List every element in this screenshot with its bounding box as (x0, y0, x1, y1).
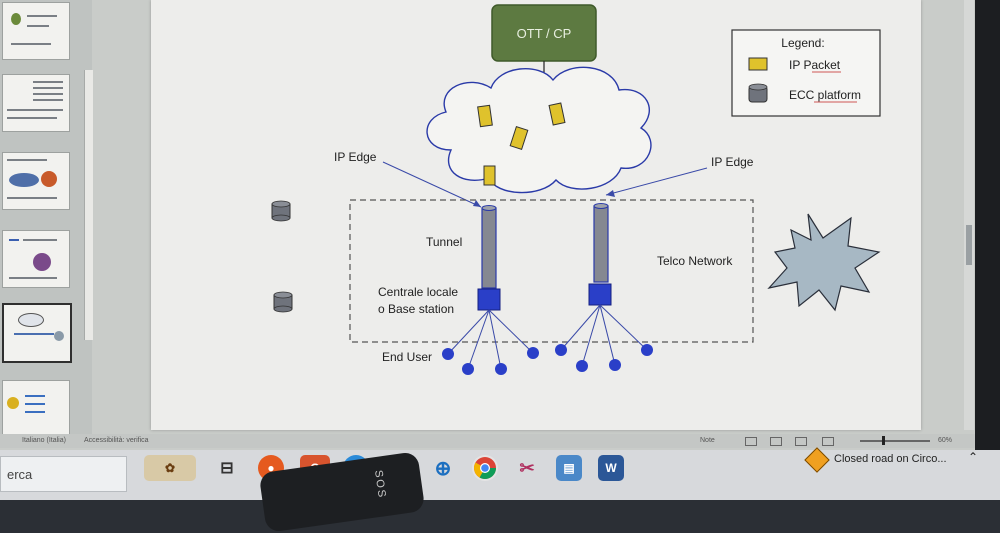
normal-view-icon[interactable] (745, 437, 757, 446)
end-user-node (527, 347, 539, 359)
centrale-label-line1: Centrale locale (378, 285, 458, 299)
news-notification[interactable]: Closed road on Circo... (804, 447, 958, 473)
ip-edge-right-arrow (605, 167, 708, 196)
base-station-right (588, 283, 612, 306)
end-user-links-right (560, 304, 648, 367)
slide-thumbnail-5-selected[interactable] (2, 303, 72, 363)
globe-icon[interactable]: ⊕ (434, 457, 452, 480)
scrollbar-thumb[interactable] (966, 225, 972, 265)
tunnel-label: Tunnel (426, 235, 462, 249)
chevron-up-icon[interactable]: ⌃ (968, 450, 979, 464)
base-station-left (477, 288, 501, 311)
slide-thumbnail-3[interactable] (2, 152, 70, 210)
thumbnail-scrollbar[interactable] (84, 70, 93, 340)
task-view-icon[interactable]: ⊟ (220, 460, 234, 477)
ip-packet-1 (477, 104, 493, 128)
ott-cp-label: OTT / CP (517, 26, 572, 41)
notes-button[interactable]: Note (700, 437, 715, 444)
end-user-node (495, 363, 507, 375)
slide-thumbnail-4[interactable] (2, 230, 70, 288)
centrale-label-line2: o Base station (378, 302, 454, 316)
ip-edge-left-label: IP Edge (334, 150, 377, 164)
telco-network-label: Telco Network (657, 254, 733, 268)
slide-thumbnail-6[interactable] (2, 380, 70, 438)
ecc-platform-cylinder-1 (271, 200, 291, 222)
language-indicator[interactable]: Italiano (Italia) (22, 437, 66, 444)
notification-text: Closed road on Circo... (834, 453, 947, 465)
internet-cloud (426, 66, 652, 194)
slideshow-icon[interactable] (822, 437, 834, 446)
zoom-level[interactable]: 60% (938, 437, 953, 444)
slide-thumbnail-1[interactable] (2, 2, 70, 60)
slide-thumbnail-2[interactable] (2, 74, 70, 132)
ip-packet-2 (548, 102, 566, 126)
reading-view-icon[interactable] (795, 437, 807, 446)
taskbar-search-box[interactable]: erca (0, 456, 127, 492)
telco-network-region (349, 199, 754, 343)
device-label: SOS (371, 469, 388, 500)
network-diagram: OTT / CP Legend: IP Packet ECC platform … (271, 4, 881, 375)
starburst-shape (767, 213, 881, 312)
search-text: erca (7, 467, 33, 482)
end-user-node (555, 344, 567, 356)
end-user-nodes (442, 344, 653, 375)
snipping-tool-icon[interactable]: ✂ (519, 457, 535, 478)
legend-title: Legend: (781, 36, 824, 50)
end-user-node (576, 360, 588, 372)
slide-vertical-scrollbar[interactable] (964, 0, 974, 430)
end-user-node (641, 344, 653, 356)
end-user-links-left (447, 309, 534, 370)
ip-packet-4 (483, 165, 496, 186)
zoom-slider-knob[interactable] (882, 436, 885, 445)
word-icon[interactable]: W (598, 455, 624, 481)
tunnel-left (481, 207, 497, 289)
tunnel-right (593, 205, 609, 283)
zoom-slider[interactable] (860, 440, 930, 442)
end-user-node (462, 363, 474, 375)
legend-packet-swatch (748, 57, 768, 71)
status-bar: Italiano (Italia) Accessibilità: verific… (0, 434, 975, 448)
butterfly-widget-icon[interactable]: ✿ (144, 455, 196, 481)
chrome-icon[interactable] (472, 455, 498, 481)
slide-canvas[interactable]: OTT / CP Legend: IP Packet ECC platform … (151, 0, 921, 430)
monitor-bezel (975, 0, 1000, 450)
accessibility-indicator[interactable]: Accessibilità: verifica (84, 437, 149, 444)
road-warning-icon (804, 447, 830, 473)
legend-ecc-label: ECC platform (789, 88, 861, 102)
end-user-label: End User (382, 350, 432, 364)
slide-thumbnails-panel[interactable] (0, 0, 93, 440)
ip-packet-3 (509, 126, 529, 150)
folder-app-icon[interactable]: ▤ (556, 455, 582, 481)
legend-packet-label: IP Packet (789, 58, 841, 72)
end-user-node (609, 359, 621, 371)
end-user-node (442, 348, 454, 360)
slide-sorter-icon[interactable] (770, 437, 782, 446)
ip-edge-right-label: IP Edge (711, 155, 754, 169)
ecc-platform-cylinder-2 (273, 291, 293, 313)
